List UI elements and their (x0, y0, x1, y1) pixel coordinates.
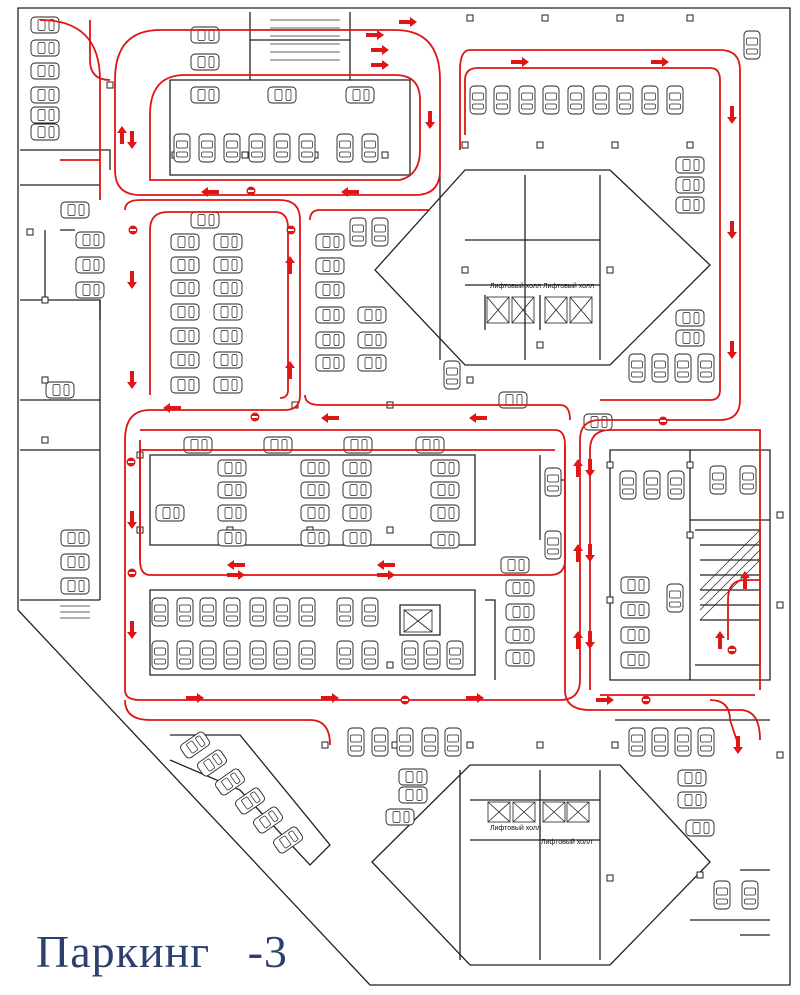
level-label: -3 (247, 926, 288, 977)
walls (17, 7, 791, 986)
elevator-hall-label: Лифтовый холл (543, 282, 594, 290)
elevator-hall-label: Лифтовый холл (490, 824, 541, 832)
title-label: Паркинг (36, 926, 211, 977)
traffic-routes (39, 19, 761, 751)
elevator-hall-label: Лифтовый холл (541, 838, 592, 846)
elevator-hall-labels: Лифтовый холл Лифтовый холл Лифтовый хол… (490, 282, 594, 846)
elevator-shafts (403, 296, 593, 823)
elevator-hall-label: Лифтовый холл (490, 282, 541, 290)
page-title: Паркинг -3 (36, 925, 288, 978)
stairs (60, 19, 761, 621)
